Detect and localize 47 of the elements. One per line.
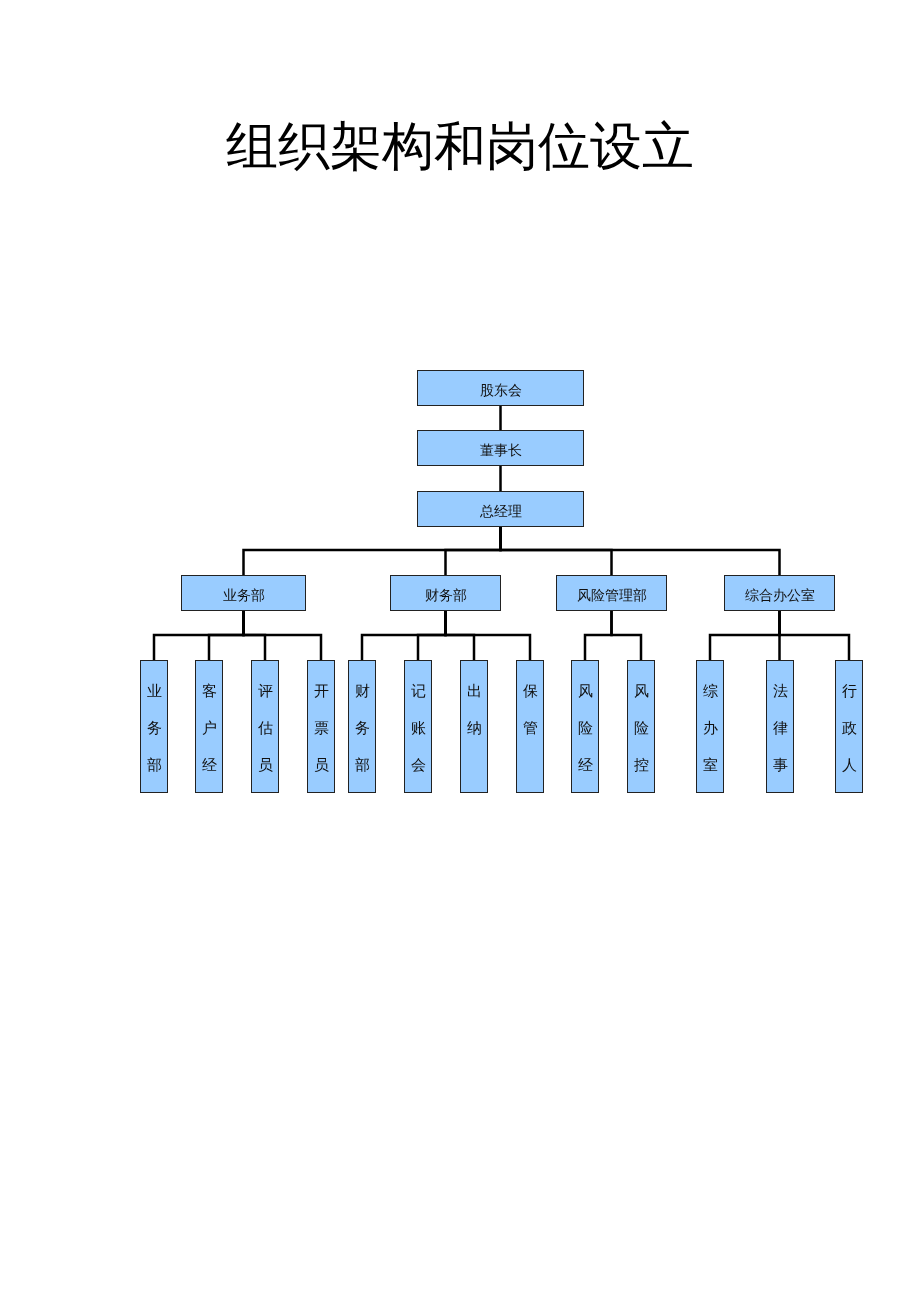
position-label: 保管 [522,681,538,739]
position-label: 开票员 [313,681,329,776]
connector-line [444,611,532,660]
position-box [404,660,432,793]
connector-line [242,611,323,660]
position-label: 风险控 [633,681,649,776]
department-box [556,575,667,611]
department-label: 业务部 [222,587,265,605]
connector-line [778,611,851,660]
position-box [835,660,863,793]
position-box [460,660,488,793]
department-box [181,575,306,611]
department-label: 董事长 [479,442,522,460]
connector-line [499,406,502,430]
position-label: 评估员 [257,681,273,776]
department-label: 风险管理部 [576,587,647,605]
department-label: 股东会 [479,382,522,400]
position-label: 行政人 [841,681,857,776]
department-label: 综合办公室 [744,587,815,605]
department-box [390,575,501,611]
position-label: 记账会 [410,681,426,776]
position-label: 业务部 [146,681,162,776]
connector-line [499,466,502,491]
position-box [195,660,223,793]
position-label: 风险经 [577,681,593,776]
department-box [724,575,835,611]
position-box [627,660,655,793]
position-label: 法律事 [772,681,788,776]
connector-line [610,611,643,660]
position-box [516,660,544,793]
position-box [251,660,279,793]
position-label: 财务部 [354,681,370,776]
position-label: 综办室 [702,681,718,776]
department-label: 总经理 [479,503,522,521]
department-box [417,430,584,466]
position-box [307,660,335,793]
position-box [696,660,724,793]
department-box [417,491,584,527]
department-label: 财务部 [424,587,467,605]
position-box [571,660,599,793]
title: 组织架构和岗位设立 [225,115,695,178]
position-box [766,660,794,793]
department-box [417,370,584,406]
position-box [140,660,168,793]
position-label: 出纳 [466,681,482,739]
position-box [348,660,376,793]
position-label: 客户经 [201,681,217,776]
